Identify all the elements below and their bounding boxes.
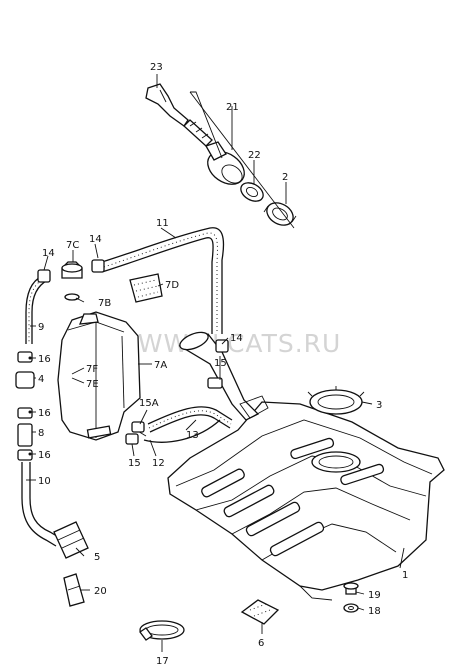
callout-4: 4 — [38, 374, 44, 385]
callout-23: 23 — [150, 62, 163, 73]
callout-15-top: 15 — [214, 358, 227, 369]
callout-1: 1 — [402, 570, 408, 581]
callout-11: 11 — [156, 218, 169, 229]
expansion-tank-accessories — [61, 261, 163, 303]
callout-7C: 7C — [66, 240, 79, 251]
callout-14-right: 14 — [230, 333, 243, 344]
vent-hose — [101, 227, 225, 334]
leader-lines — [26, 74, 405, 652]
hoses-12-13 — [135, 406, 233, 443]
callout-21: 21 — [226, 102, 239, 113]
filler-cap-assembly — [145, 83, 297, 226]
sealing-patch — [240, 599, 280, 625]
callout-15A: 15A — [139, 398, 159, 409]
locking-ring — [307, 386, 365, 415]
callout-5: 5 — [94, 552, 100, 563]
callout-7B: 7B — [98, 298, 111, 309]
bolt-and-washer — [343, 582, 359, 613]
callout-14-left: 14 — [42, 248, 55, 259]
callout-7E: 7E — [86, 379, 99, 390]
callout-16-b: 16 — [38, 408, 51, 419]
callout-16-a: 16 — [38, 354, 51, 365]
hose-9 — [25, 275, 49, 344]
callout-20: 20 — [94, 586, 107, 597]
callout-19: 19 — [368, 590, 381, 601]
callout-7F: 7F — [86, 364, 98, 375]
callout-17: 17 — [156, 656, 169, 667]
hose-clamp-17 — [139, 620, 185, 641]
expansion-tank — [57, 311, 141, 441]
callout-6: 6 — [258, 638, 264, 649]
callout-7D: 7D — [165, 280, 179, 291]
callout-3: 3 — [376, 400, 382, 411]
left-column-parts — [15, 351, 89, 607]
callout-10: 10 — [38, 476, 51, 487]
callout-2: 2 — [282, 172, 288, 183]
callout-16-c: 16 — [38, 450, 51, 461]
callout-22: 22 — [248, 150, 261, 161]
leader-dots — [28, 356, 32, 456]
callout-18: 18 — [368, 606, 381, 617]
callout-15-bottom: 15 — [128, 458, 141, 469]
callout-12: 12 — [152, 458, 165, 469]
callout-14-top: 14 — [89, 234, 102, 245]
callout-8: 8 — [38, 428, 44, 439]
callout-labels: 23 21 22 2 11 7C 14 14 7D 7B 9 16 4 7F 7… — [38, 62, 408, 667]
callout-7A: 7A — [154, 360, 167, 371]
callout-13: 13 — [186, 430, 199, 441]
callout-9: 9 — [38, 322, 44, 333]
fuel-tank — [167, 331, 445, 601]
